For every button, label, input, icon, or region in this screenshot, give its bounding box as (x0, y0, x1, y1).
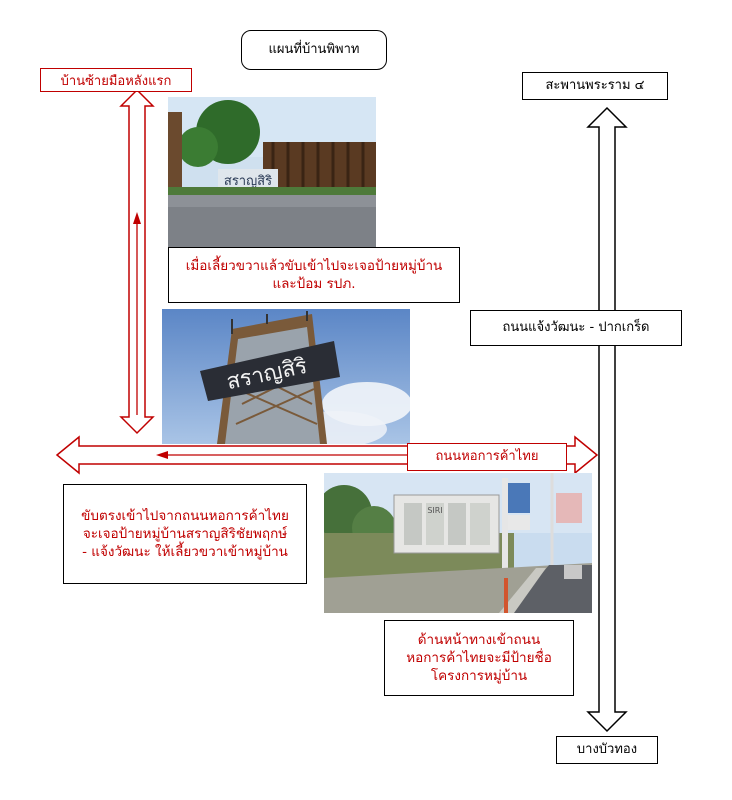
gate-sign-text: สราญสิริ (224, 174, 272, 189)
label-right-bottom: บางบัวทอง (556, 736, 658, 764)
map-title-text: แผนที่บ้านพิพาท (268, 42, 360, 58)
direction-arrowhead-left (156, 451, 168, 459)
note-directions: ขับตรงเข้าไปจากถนนหอการค้าไทยจะเจอป้ายหม… (63, 484, 307, 584)
caption-photo-gate: เมื่อเลี้ยวขวาแล้วขับเข้าไปจะเจอป้ายหมู่… (168, 247, 460, 303)
label-main-road: ถนนแจ้งวัฒนะ - ปากเกร็ด (470, 310, 682, 346)
label-right-top-text: สะพานพระราม ๔ (545, 78, 645, 94)
label-main-road-text: ถนนแจ้งวัฒนะ - ปากเกร็ด (502, 320, 650, 336)
label-side-road: ถนนหอการค้าไทย (407, 443, 567, 471)
photo-entrance: SIRI (324, 473, 592, 613)
label-right-bottom-text: บางบัวทอง (576, 742, 638, 758)
caption-photo-gate-text: เมื่อเลี้ยวขวาแล้วขับเข้าไปจะเจอป้ายหมู่… (185, 257, 443, 292)
note-directions-text: ขับตรงเข้าไปจากถนนหอการค้าไทยจะเจอป้ายหม… (81, 507, 289, 561)
main-road-arrow (586, 106, 628, 733)
photo-village-gate: สราญสิริ (168, 97, 376, 247)
label-right-top: สะพานพระราม ๔ (522, 72, 668, 100)
photo-pylon-sign: สราญสิริ (162, 309, 410, 444)
roadside-sign-text: SIRI (427, 506, 442, 515)
label-left-top: บ้านซ้ายมือหลังแรก (40, 68, 192, 92)
label-side-road-text: ถนนหอการค้าไทย (435, 449, 539, 465)
caption-photo-entrance: ด้านหน้าทางเข้าถนนหอการค้าไทยจะมีป้ายชื่… (384, 620, 574, 696)
map-title: แผนที่บ้านพิพาท (241, 30, 387, 70)
caption-photo-entrance-text: ด้านหน้าทางเข้าถนนหอการค้าไทยจะมีป้ายชื่… (406, 631, 552, 685)
direction-arrowhead-up (133, 212, 141, 224)
